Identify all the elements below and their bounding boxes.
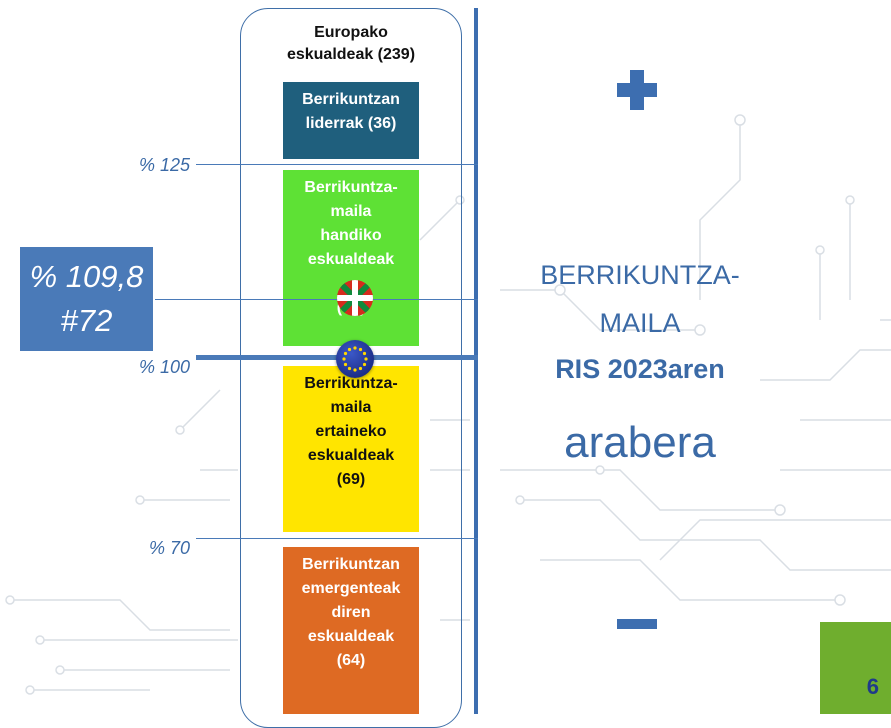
score-rank: #72 bbox=[60, 303, 113, 338]
title-line-3: RIS 2023aren bbox=[555, 354, 725, 384]
eu-flag-icon bbox=[336, 340, 374, 378]
category-leaders: Berrikuntzan liderrak (36) bbox=[283, 82, 419, 159]
plus-icon bbox=[617, 70, 657, 110]
minus-icon bbox=[617, 619, 657, 629]
vertical-axis bbox=[474, 8, 478, 714]
threshold-label-100: % 100 bbox=[138, 357, 190, 377]
title-line-1: BERRIKUNTZA- bbox=[540, 260, 740, 290]
threshold-label-125: % 125 bbox=[138, 155, 190, 175]
group-title: Europako eskualdeak (239) bbox=[286, 24, 416, 63]
basque-score-box: % 109,8 #72 bbox=[20, 247, 153, 351]
page-number: 6 bbox=[820, 622, 891, 714]
category-moderate: Berrikuntza- maila ertaineko eskualdeak … bbox=[283, 366, 419, 532]
title-line-4: arabera bbox=[564, 418, 716, 467]
category-strong: Berrikuntza- maila handiko eskualdeak (7… bbox=[283, 170, 419, 346]
title-line-2: MAILA bbox=[599, 308, 681, 338]
score-line bbox=[155, 299, 478, 301]
basque-flag-icon bbox=[337, 280, 373, 316]
threshold-label-70: % 70 bbox=[148, 538, 190, 558]
score-value: % 109,8 bbox=[29, 259, 144, 294]
threshold-line-125 bbox=[196, 164, 478, 166]
category-emerging: Berrikuntzan emergenteak diren eskualdea… bbox=[283, 547, 419, 714]
threshold-line-70 bbox=[196, 538, 478, 540]
